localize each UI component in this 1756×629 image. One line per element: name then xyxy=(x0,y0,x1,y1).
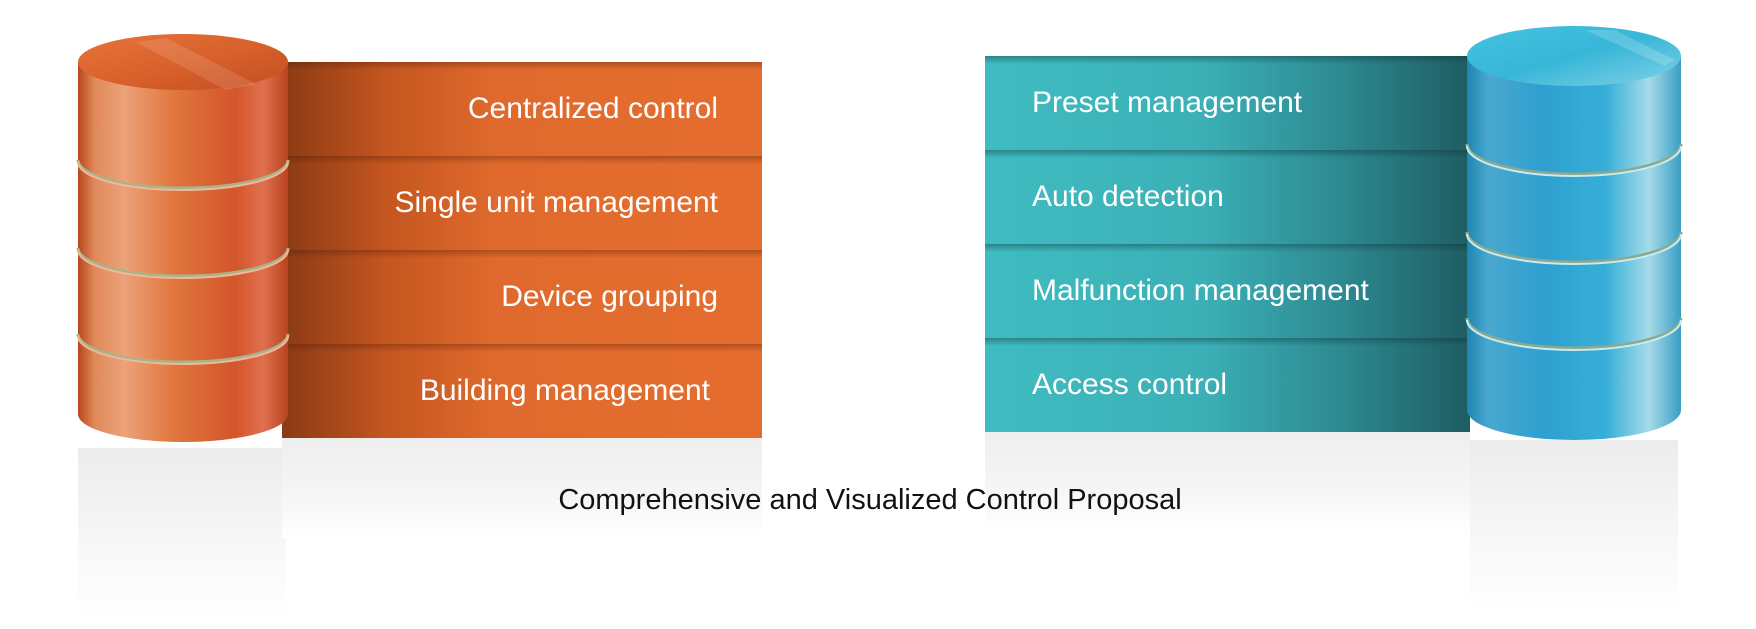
left-feature-row: Building management xyxy=(282,344,762,438)
row-shadow xyxy=(282,344,762,352)
row-shadow xyxy=(985,56,1470,64)
row-shadow xyxy=(985,244,1470,252)
right-feature-label: Access control xyxy=(1032,368,1228,401)
right-feature-row: Malfunction management xyxy=(985,244,1470,338)
left-cylinder-reflection xyxy=(78,448,286,618)
left-feature-row: Device grouping xyxy=(282,250,762,344)
row-shadow xyxy=(282,250,762,258)
right-band-reflection xyxy=(985,432,1470,532)
left-band-reflection xyxy=(282,438,762,538)
right-feature-band: Preset management Auto detection Malfunc… xyxy=(985,56,1470,432)
right-feature-row: Auto detection xyxy=(985,150,1470,244)
row-shadow xyxy=(985,150,1470,158)
right-database-cylinder-icon xyxy=(1465,26,1683,454)
left-feature-row: Single unit management xyxy=(282,156,762,250)
row-shadow xyxy=(282,62,762,70)
right-cylinder-reflection xyxy=(1470,440,1678,615)
right-feature-label: Malfunction management xyxy=(1032,274,1369,307)
right-feature-label: Preset management xyxy=(1032,86,1303,119)
right-feature-row: Access control xyxy=(985,338,1470,432)
diagram-caption: Comprehensive and Visualized Control Pro… xyxy=(558,484,1182,516)
row-shadow xyxy=(985,338,1470,346)
left-feature-label: Centralized control xyxy=(467,92,718,125)
left-feature-band: Centralized control Single unit manageme… xyxy=(282,62,762,438)
left-database-cylinder-icon xyxy=(76,34,290,454)
right-feature-row: Preset management xyxy=(985,56,1470,150)
left-feature-row: Centralized control xyxy=(282,62,762,156)
left-feature-label: Building management xyxy=(419,374,710,407)
left-feature-label: Single unit management xyxy=(394,186,718,219)
left-feature-label: Device grouping xyxy=(501,280,718,313)
right-feature-label: Auto detection xyxy=(1032,180,1224,213)
row-shadow xyxy=(282,156,762,164)
